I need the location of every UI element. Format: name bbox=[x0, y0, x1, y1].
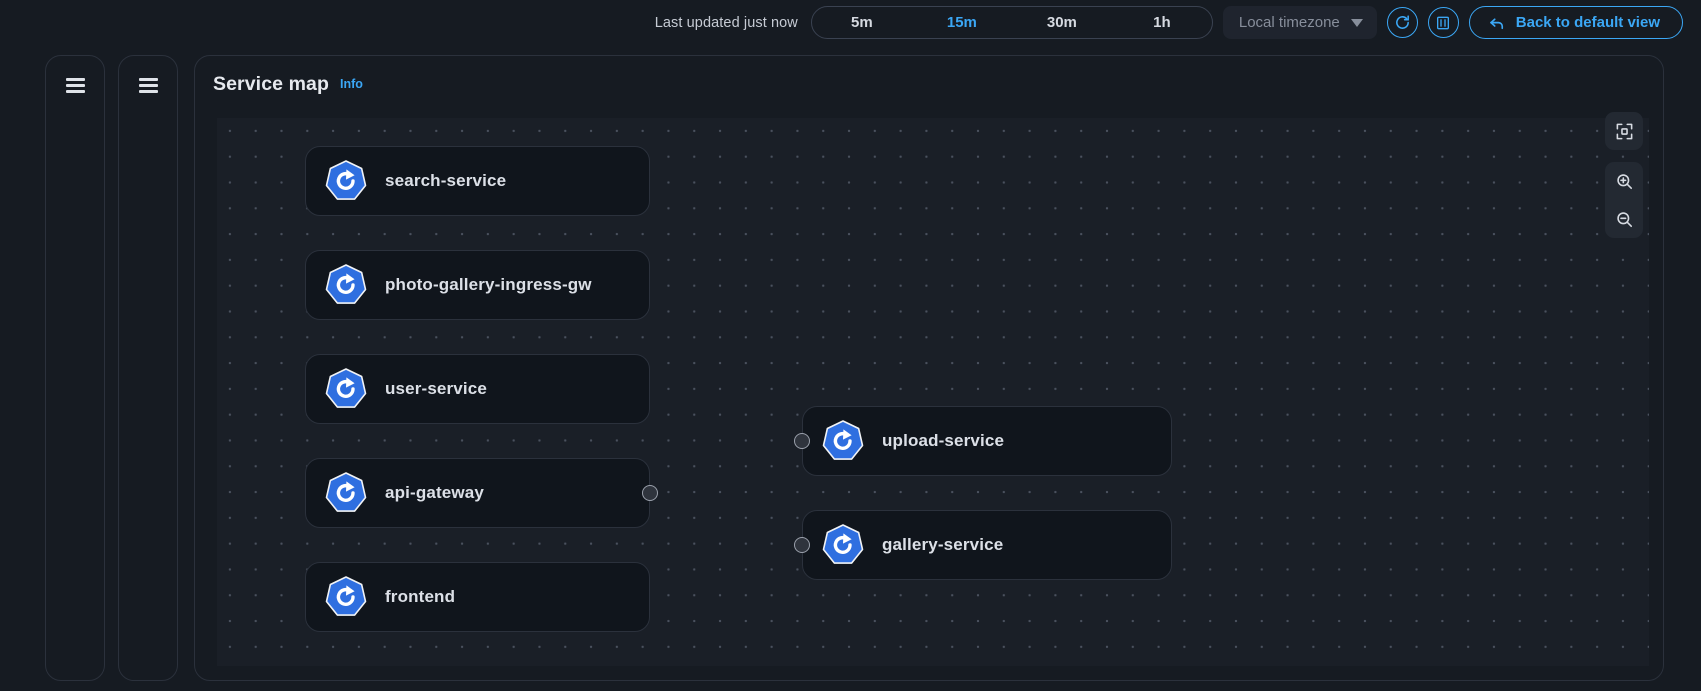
back-to-default-view-button[interactable]: Back to default view bbox=[1468, 6, 1683, 39]
refresh-button[interactable] bbox=[1386, 7, 1418, 38]
back-to-default-view-label: Back to default view bbox=[1515, 14, 1660, 31]
back-arrow-icon bbox=[1489, 17, 1503, 29]
fit-to-screen-button[interactable] bbox=[1605, 112, 1643, 150]
zoom-out-icon bbox=[1616, 211, 1632, 227]
legend-book-icon bbox=[1437, 16, 1450, 29]
service-node-frontend[interactable]: frontend bbox=[305, 562, 650, 632]
timezone-dropdown[interactable]: Local timezone bbox=[1222, 6, 1377, 39]
zoom-in-icon bbox=[1616, 173, 1632, 189]
zoom-controls bbox=[1605, 112, 1643, 238]
service-node-search-service[interactable]: search-service bbox=[305, 146, 650, 216]
service-node-label: api-gateway bbox=[385, 483, 484, 502]
service-node-label: user-service bbox=[385, 379, 487, 398]
time-range-5m[interactable]: 5m bbox=[851, 14, 873, 31]
hamburger-menu-icon[interactable] bbox=[65, 78, 85, 680]
kubernetes-service-icon bbox=[325, 368, 367, 408]
output-port-api-gateway[interactable] bbox=[642, 485, 658, 501]
top-toolbar: Last updated just now 5m 15m 30m 1h Loca… bbox=[0, 0, 1701, 45]
time-range-15m[interactable]: 15m bbox=[946, 14, 977, 31]
fit-to-screen-group bbox=[1605, 112, 1643, 150]
service-node-upload-service[interactable]: upload-service bbox=[802, 406, 1172, 476]
zoom-out-button[interactable] bbox=[1605, 200, 1643, 238]
service-map-canvas[interactable]: search-service photo-gallery-ingress-gw us… bbox=[217, 118, 1649, 666]
fit-to-screen-icon bbox=[1616, 123, 1632, 139]
time-range-30m[interactable]: 30m bbox=[1046, 14, 1077, 31]
service-node-label: upload-service bbox=[882, 431, 1005, 450]
input-port-upload-service[interactable] bbox=[794, 433, 810, 449]
chevron-down-icon bbox=[1350, 18, 1363, 27]
kubernetes-service-icon bbox=[325, 264, 367, 304]
kubernetes-service-icon bbox=[822, 524, 864, 564]
left-rail-panel-2[interactable] bbox=[118, 55, 178, 681]
panel-header: Service map Info bbox=[195, 56, 1663, 108]
kubernetes-service-icon bbox=[822, 420, 864, 460]
input-port-gallery-service[interactable] bbox=[794, 537, 810, 553]
service-map-panel: Service map Info search-service photo-gal… bbox=[194, 55, 1664, 681]
service-node-gallery-service[interactable]: gallery-service bbox=[802, 510, 1172, 580]
kubernetes-service-icon bbox=[325, 160, 367, 200]
hamburger-menu-icon[interactable] bbox=[138, 78, 158, 680]
zoom-in-button[interactable] bbox=[1605, 162, 1643, 200]
service-node-label: search-service bbox=[385, 171, 507, 190]
refresh-icon bbox=[1395, 15, 1409, 29]
legend-button[interactable] bbox=[1427, 7, 1459, 38]
service-node-label: gallery-service bbox=[882, 535, 1004, 554]
service-node-photo-gallery-ingress-gw[interactable]: photo-gallery-ingress-gw bbox=[305, 250, 650, 320]
left-rail-panel-1[interactable] bbox=[45, 55, 105, 681]
service-node-label: frontend bbox=[385, 587, 456, 606]
kubernetes-service-icon bbox=[325, 472, 367, 512]
page-title: Service map bbox=[213, 72, 330, 95]
kubernetes-service-icon bbox=[325, 576, 367, 616]
service-node-api-gateway[interactable]: api-gateway bbox=[305, 458, 650, 528]
zoom-group bbox=[1605, 162, 1643, 238]
last-updated-text: Last updated just now bbox=[654, 14, 798, 31]
service-node-label: photo-gallery-ingress-gw bbox=[385, 275, 592, 294]
timezone-label: Local timezone bbox=[1238, 14, 1340, 31]
info-link[interactable]: Info bbox=[340, 77, 363, 91]
service-node-user-service[interactable]: user-service bbox=[305, 354, 650, 424]
time-range-selector[interactable]: 5m 15m 30m 1h bbox=[810, 6, 1213, 39]
time-range-1h[interactable]: 1h bbox=[1153, 14, 1171, 31]
